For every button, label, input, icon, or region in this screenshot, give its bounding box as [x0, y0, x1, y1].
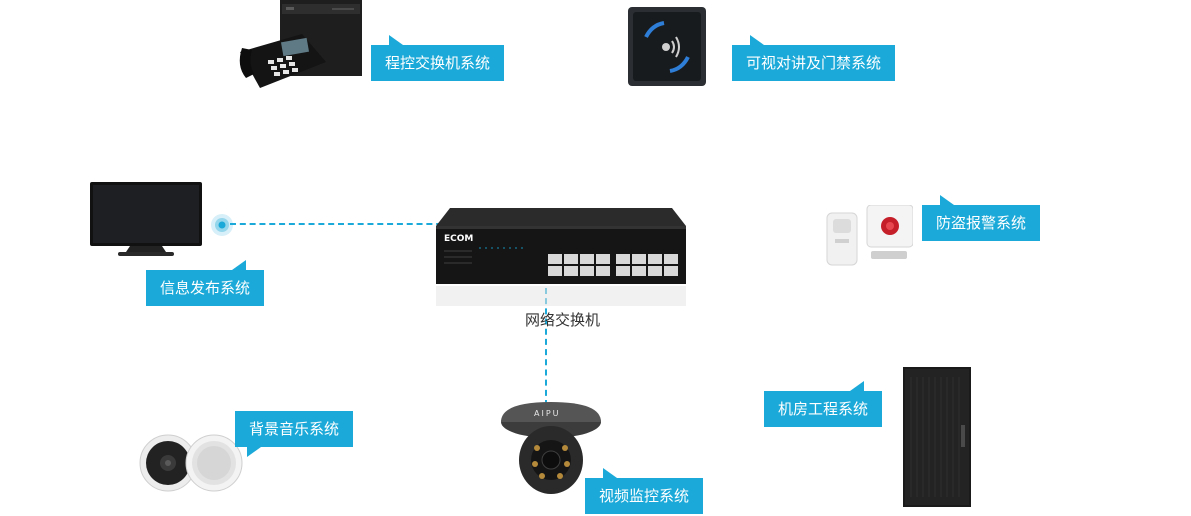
info-display-image [90, 182, 202, 258]
switch-brand-text: ECOM [444, 234, 473, 244]
pbx-phone-image [232, 0, 364, 90]
network-switch-image: ECOM [436, 208, 686, 306]
camera-brand-text: AIPU [534, 409, 561, 418]
video-system-label: 视频监控系统 [585, 468, 704, 514]
intercom-access-image [628, 7, 706, 86]
connector-line-info-switch [230, 223, 452, 225]
connector-line-switch-camera [545, 288, 547, 406]
server-rack-image [903, 367, 971, 507]
server-room-system-label: 机房工程系统 [764, 381, 883, 427]
signal-icon [210, 213, 234, 237]
alarm-devices-image [825, 204, 914, 269]
alarm-system-label: 防盗报警系统 [922, 195, 1041, 241]
network-switch-label: 网络交换机 [525, 311, 601, 329]
music-system-label: 背景音乐系统 [235, 411, 354, 457]
ceiling-speakers-image [138, 432, 246, 494]
intercom-system-label: 可视对讲及门禁系统 [732, 35, 896, 81]
dome-camera-image: AIPU [500, 400, 602, 496]
info-system-label: 信息发布系统 [146, 260, 265, 306]
pbx-system-label: 程控交换机系统 [371, 35, 505, 81]
